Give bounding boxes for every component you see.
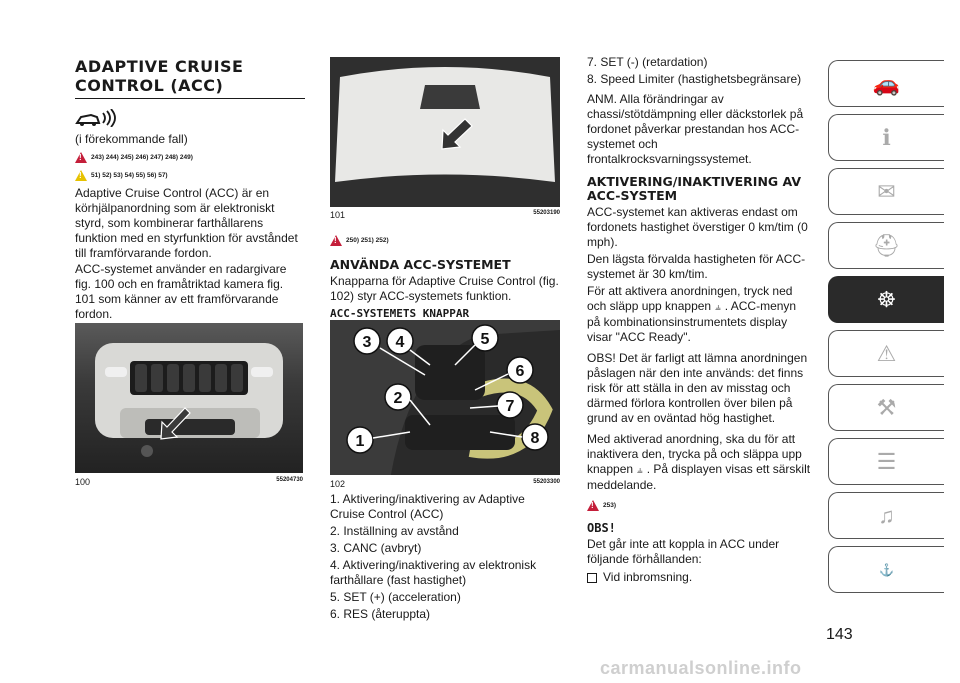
warning-triangle-icon (587, 499, 599, 511)
warning-triangle-icon (75, 151, 87, 163)
warning-refs-c: 250) 251) 252) (330, 232, 560, 248)
watermark: carmanualsonline.info (600, 658, 802, 678)
figure-102-code: 55203300 (533, 479, 560, 485)
callout-1: 1 (356, 433, 365, 450)
intro-paragraph: Adaptive Cruise Control (ACC) är en körh… (75, 186, 298, 260)
car-dashboard-icon: 🚗 (872, 70, 901, 96)
tab-safety[interactable]: ⛑ (828, 222, 944, 269)
chapter-tabs: 🚗 ℹ ✉ ⛑ ☸ ⚠ ⚒ ☰ ♫ ⚓ (828, 60, 944, 600)
list-item: 3. CANC (avbryt) (330, 541, 422, 555)
tab-multimedia[interactable]: ♫ (828, 492, 944, 539)
figure-102-caption: 102 55203300 (330, 479, 560, 489)
callout-5: 5 (481, 331, 490, 348)
acc-button-icon: ⫨ (715, 302, 721, 313)
bullet-item: Vid inbromsning. (587, 570, 812, 585)
button-list: 1. Aktivering/inaktivering av Adaptive C… (330, 492, 560, 622)
callout-4: 4 (396, 334, 405, 351)
column-3: 7. SET (-) (retardation) 8. Speed Limite… (587, 55, 812, 585)
figure-101-code: 55203190 (533, 210, 560, 216)
car-service-icon: ⚒ (876, 394, 897, 420)
list-item: 4. Aktivering/inaktivering av elektronis… (330, 558, 537, 587)
specs-list-icon: ☰ (876, 448, 897, 474)
callout-7: 7 (506, 398, 515, 415)
note-paragraph: ANM. Alla förändringar av chassi/stötdäm… (587, 92, 804, 166)
section-title-use-acc: ANVÄNDA ACC-SYSTEMET (330, 257, 511, 272)
callout-markers (346, 324, 549, 454)
figure-102-number: 102 (330, 479, 346, 489)
tab-emergency[interactable]: ⚠ (828, 330, 944, 377)
column-2: 250) 251) 252) ANVÄNDA ACC-SYSTEMET Knap… (330, 232, 560, 321)
figure-100-photo (75, 323, 303, 473)
conditions-paragraph: Det går inte att koppla in ACC under föl… (587, 537, 780, 566)
multimedia-icon: ♫ (878, 502, 895, 528)
figure-101-number: 101 (330, 210, 346, 220)
list-item: 1. Aktivering/inaktivering av Adaptive C… (330, 492, 525, 521)
list-item: 7. SET (-) (retardation) (587, 55, 708, 69)
radar-paragraph: ACC-systemet använder en radargivare fig… (75, 262, 287, 321)
buttons-paragraph: Knapparna för Adaptive Cruise Control (f… (330, 274, 559, 303)
section-title-activation: AKTIVERING/INAKTIVERING AV ACC-SYSTEM (587, 174, 802, 203)
key-steering-icon: ☸ (876, 286, 897, 312)
subsection-title-buttons: ACC-SYSTEMETS KNAPPAR (330, 307, 470, 320)
tab-starting-driving[interactable]: ☸ (828, 276, 944, 323)
caution-refs-b: 51) 52) 53) 54) 55) 56) 57) (75, 167, 305, 183)
activation-paragraph-1: ACC-systemet kan aktiveras endast om for… (587, 205, 808, 249)
lights-mail-icon: ✉ (877, 178, 896, 204)
warning-triangle-icon (330, 234, 342, 246)
page-number: 143 (826, 626, 853, 643)
tab-specs[interactable]: ☰ (828, 438, 944, 485)
tab-lights[interactable]: ✉ (828, 168, 944, 215)
figure-101-photo (330, 57, 560, 207)
title-line-2: CONTROL (ACC) (75, 76, 224, 95)
activation-paragraph-3: För att aktivera anordningen, tryck ned … (587, 284, 797, 344)
tab-index[interactable]: ⚓ (828, 546, 944, 593)
figure-100-caption: 100 55204730 (75, 477, 303, 487)
deactivation-paragraph: Med aktiverad anordning, ska du för att … (587, 432, 811, 492)
obs-heading: OBS! (587, 521, 616, 535)
caution-paragraph: OBS! Det är farligt att lämna anordninge… (587, 351, 808, 425)
figure-102-photo: 1 2 3 4 5 6 7 8 (330, 320, 560, 475)
tab-car-info[interactable]: ℹ (828, 114, 944, 161)
page-heading: ADAPTIVE CRUISE CONTROL (ACC) (75, 57, 305, 99)
figure-100-number: 100 (75, 477, 91, 487)
title-line-1: ADAPTIVE CRUISE (75, 57, 244, 76)
callout-8: 8 (531, 430, 540, 447)
column-1: ADAPTIVE CRUISE CONTROL (ACC) (i förekom… (75, 0, 305, 322)
activation-paragraph-2: Den lägsta förvalda hastigheten för ACC-… (587, 252, 806, 281)
caution-triangle-icon (75, 169, 87, 181)
callout-6: 6 (516, 363, 525, 380)
list-item: 8. Speed Limiter (hastighetsbegränsare) (587, 72, 802, 86)
acc-car-icon (75, 108, 116, 128)
list-item: 5. SET (+) (acceleration) (330, 590, 461, 604)
acc-button-icon: ⫨ (637, 465, 643, 476)
car-info-icon: ℹ (882, 124, 891, 150)
index-alphabet-icon: ⚓ (879, 562, 894, 577)
square-bullet-icon (587, 572, 597, 583)
list-item: 2. Inställning av avstånd (330, 524, 459, 538)
callout-2: 2 (394, 390, 403, 407)
callout-3: 3 (363, 334, 372, 351)
list-item: 6. RES (återuppta) (330, 607, 431, 621)
seatbelt-airbag-icon: ⛑ (872, 232, 901, 258)
figure-101-caption: 101 55203190 (330, 210, 560, 220)
availability-note: (i förekommande fall) (75, 132, 188, 146)
tab-dashboard[interactable]: 🚗 (828, 60, 944, 107)
tab-service[interactable]: ⚒ (828, 384, 944, 431)
figure-100-code: 55204730 (276, 477, 303, 483)
warning-refs-a: 243) 244) 245) 246) 247) 248) 249) (75, 149, 305, 165)
warning-refs-d: 253) (587, 497, 812, 513)
car-crash-icon: ⚠ (876, 340, 897, 366)
